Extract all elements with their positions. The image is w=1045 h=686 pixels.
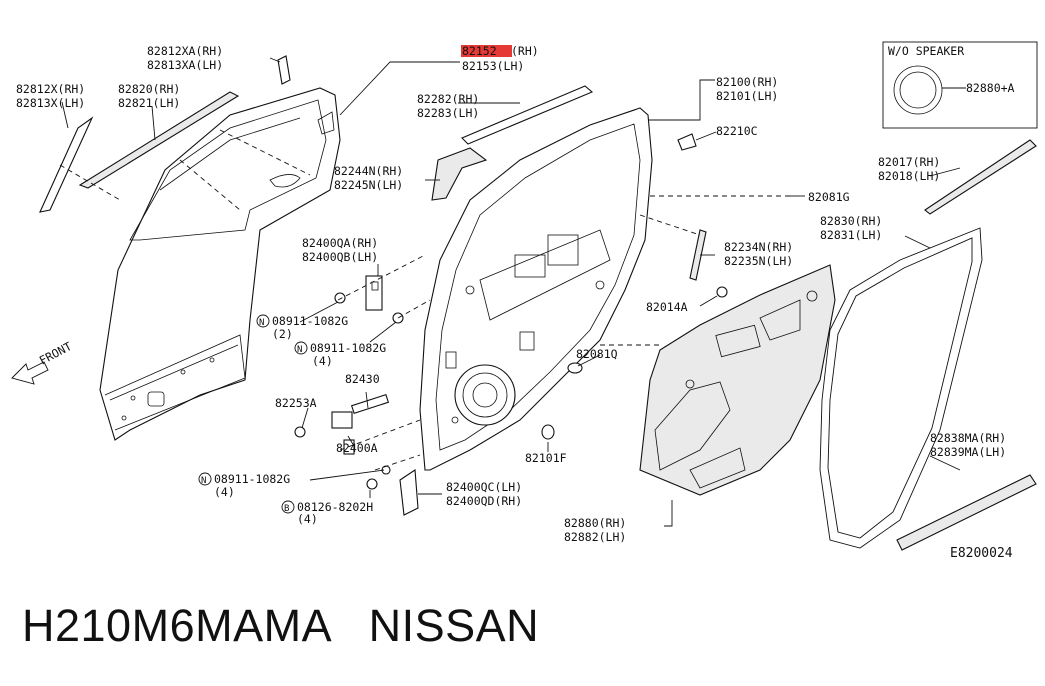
label-82101f[interactable]: 82101F: [525, 451, 567, 465]
label-82152[interactable]: 82152: [462, 44, 497, 58]
label-82283[interactable]: 82283(LH): [417, 106, 479, 120]
moulding-82017: [924, 139, 1037, 215]
front-arrow: FRONT: [11, 339, 74, 385]
label-82400qa[interactable]: 82400QA(RH): [302, 236, 378, 250]
label-bolt-4-qty: (4): [297, 512, 318, 526]
label-82831[interactable]: 82831(LH): [820, 228, 882, 242]
bolt-n-letter-3: N: [201, 476, 206, 486]
label-82152-side: (RH): [511, 44, 539, 58]
clip-82014a: [699, 286, 728, 307]
bolt-n-letter-2: N: [297, 345, 302, 355]
footer-text: H210M6MAMA NISSAN: [22, 600, 540, 651]
door-trim-panel: [639, 264, 836, 496]
label-82017[interactable]: 82017(RH): [878, 155, 940, 169]
label-82821[interactable]: 82821(LH): [118, 96, 180, 110]
garnish-82244n: [431, 147, 488, 201]
highlight-82152: [461, 45, 512, 57]
label-82282[interactable]: 82282(RH): [417, 92, 479, 106]
clip-82210c: [677, 131, 717, 151]
label-82235n[interactable]: 82235N(LH): [724, 254, 793, 268]
label-82880[interactable]: 82880(RH): [564, 516, 626, 530]
bolt-n-marker-2: [294, 341, 308, 355]
label-82812x[interactable]: 82812X(RH): [16, 82, 85, 96]
outer-door-panel: [99, 87, 341, 441]
label-bolt-3[interactable]: 08911-1082G: [214, 472, 290, 486]
front-label: FRONT: [37, 339, 74, 368]
weatherstrip-82830: [819, 227, 983, 549]
label-82210c[interactable]: 82210C: [716, 124, 758, 138]
label-82830[interactable]: 82830(RH): [820, 214, 882, 228]
leader-lines: [59, 57, 961, 527]
strip-82234n: [689, 229, 707, 281]
part-labels: 82812XA(RH) 82813XA(LH) 82812X(RH) 82813…: [16, 44, 1013, 561]
label-82400qb[interactable]: 82400QB(LH): [302, 250, 378, 264]
label-82838ma[interactable]: 82838MA(RH): [930, 431, 1006, 445]
label-bolt-3-qty: (4): [214, 485, 235, 499]
label-82014a[interactable]: 82014A: [646, 300, 688, 314]
label-82813x[interactable]: 82813X(LH): [16, 96, 85, 110]
label-82400qc[interactable]: 82400QC(LH): [446, 480, 522, 494]
label-82101[interactable]: 82101(LH): [716, 89, 778, 103]
hinge-lower-82400qc: [366, 465, 419, 516]
label-82812xa[interactable]: 82812XA(RH): [147, 44, 223, 58]
moulding-82282: [461, 85, 594, 145]
label-bolt-4[interactable]: 08126-8202H: [297, 500, 373, 514]
outer-moulding-82812x: [39, 116, 94, 213]
speaker-inset: W/O SPEAKER 82880+A: [882, 41, 1038, 129]
speaker-title: W/O SPEAKER: [888, 44, 964, 58]
weatherstrip-82820: [78, 91, 240, 189]
door-frame: [419, 107, 653, 471]
label-82234n[interactable]: 82234N(RH): [724, 240, 793, 254]
label-82839ma[interactable]: 82839MA(LH): [930, 445, 1006, 459]
label-82253a[interactable]: 82253A: [275, 396, 317, 410]
label-82153[interactable]: 82153(LH): [462, 59, 524, 73]
label-82430[interactable]: 82430: [345, 372, 380, 386]
label-bolt-1-qty: (2): [272, 327, 293, 341]
bolt-n-marker-1: [256, 314, 270, 328]
grommet-82081q: [567, 362, 583, 374]
label-82018[interactable]: 82018(LH): [878, 169, 940, 183]
bolt-b-marker-4: [281, 500, 295, 514]
garnish-82812xa: [277, 55, 291, 85]
label-bolt-1[interactable]: 08911-1082G: [272, 314, 348, 328]
moulding-82838ma: [896, 474, 1037, 551]
diagram-code: E8200024: [950, 546, 1013, 561]
label-82081g[interactable]: 82081G: [808, 190, 850, 204]
label-82400a[interactable]: 82400A: [336, 441, 378, 455]
label-82100[interactable]: 82100(RH): [716, 75, 778, 89]
hinge-upper-82400qa: [334, 275, 404, 324]
label-82081q[interactable]: 82081Q: [576, 347, 618, 361]
label-82400qd[interactable]: 82400QD(RH): [446, 494, 522, 508]
label-82244n[interactable]: 82244N(RH): [334, 164, 403, 178]
label-bolt-2[interactable]: 08911-1082G: [310, 341, 386, 355]
label-bolt-2-qty: (4): [312, 354, 333, 368]
label-82820[interactable]: 82820(RH): [118, 82, 180, 96]
label-82880a[interactable]: 82880+A: [966, 81, 1015, 95]
bolt-n-marker-3: [198, 472, 212, 486]
label-82245n[interactable]: 82245N(LH): [334, 178, 403, 192]
bolt-b-letter-4: B: [284, 504, 289, 514]
plug-82101f: [541, 424, 555, 440]
label-82813xa[interactable]: 82813XA(LH): [147, 58, 223, 72]
label-82882[interactable]: 82882(LH): [564, 530, 626, 544]
bolt-n-letter-1: N: [259, 318, 264, 328]
